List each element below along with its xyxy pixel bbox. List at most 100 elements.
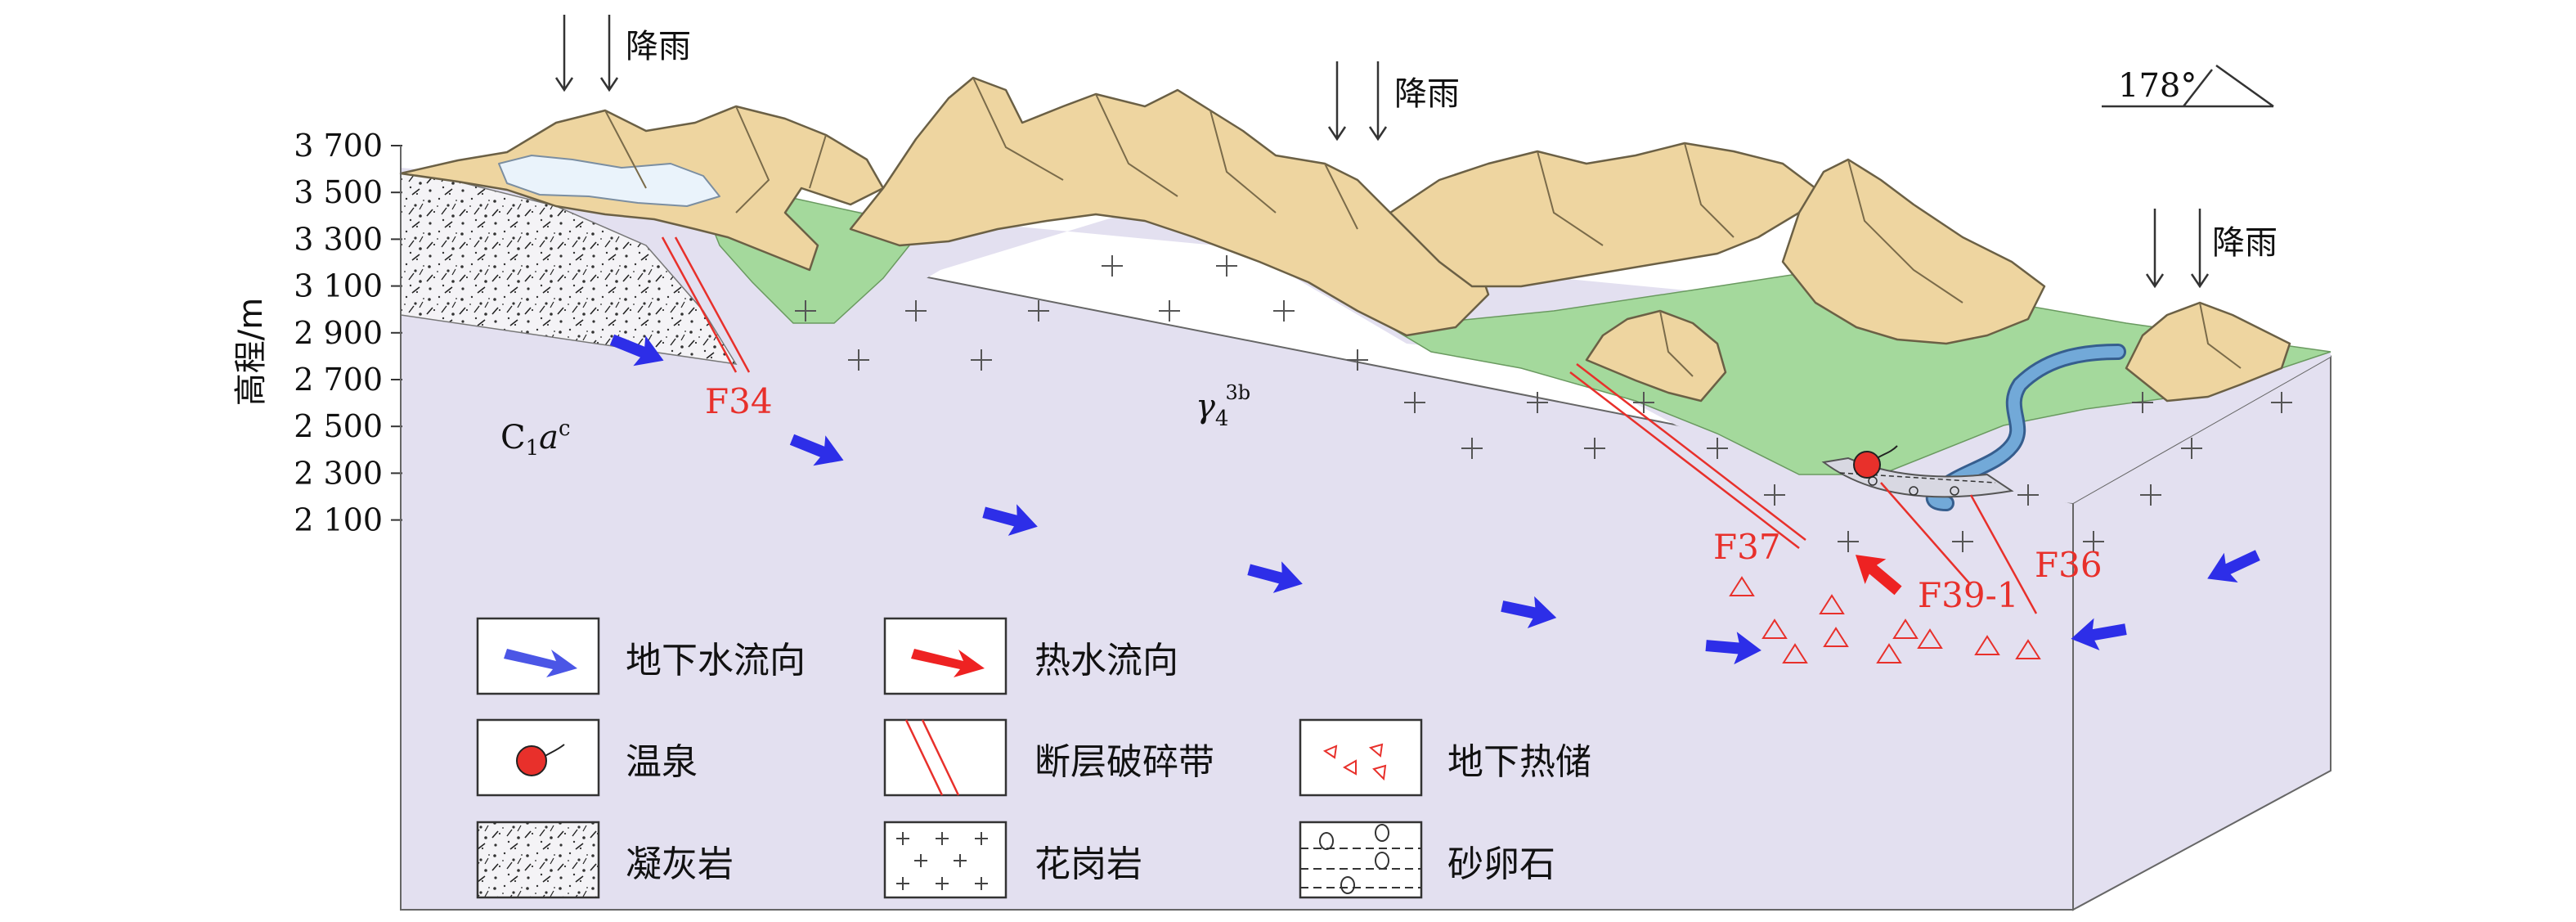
granite-cross: [2083, 531, 2104, 552]
geothermal-triangles: [1729, 576, 2041, 663]
svg-text:γ43b: γ43b: [1196, 381, 1250, 431]
groundwater-arrow: [789, 434, 844, 466]
legend-label-hotspring: 温泉: [626, 741, 698, 783]
svg-text:C1ac: C1ac: [500, 416, 571, 461]
legend-groundwater-arrow: [504, 649, 577, 677]
groundwater-arrow: [2071, 618, 2127, 651]
rain-arrows: [554, 15, 2210, 289]
legend-label-gravel: 砂卵石: [1447, 843, 1555, 885]
reservoir-triangle: [1761, 618, 1788, 639]
reservoir-triangle: [1917, 628, 1943, 649]
fault-f36-line: [1969, 494, 2038, 614]
axis-tick-label: 3 100: [294, 268, 383, 304]
reservoir-triangle: [1876, 643, 1902, 663]
legend-label-hotwater: 热水流向: [1034, 640, 1178, 681]
granite-cross: [2181, 438, 2202, 459]
hot-spring-marker: [1853, 445, 1898, 479]
legend-label-tuff: 凝灰岩: [626, 843, 734, 885]
granite-cross: [2017, 484, 2039, 506]
legend-label-groundwater: 地下水流向: [626, 640, 806, 681]
legend-box-groundwater: [476, 617, 600, 695]
reservoir-triangle: [1782, 643, 1808, 663]
legend-label-granite: 花岗岩: [1034, 843, 1142, 885]
fault-label-f34: F34: [705, 381, 773, 421]
mountain-east-ridge: [1389, 142, 1817, 288]
rain-label-central: 降雨: [1394, 75, 1460, 113]
axis-tick-label: 2 900: [294, 315, 383, 351]
rain-label-west: 降雨: [626, 28, 691, 65]
granite-cross: [1952, 531, 1973, 552]
reservoir-triangle: [1974, 635, 2000, 655]
granite-cross: [1404, 392, 1425, 413]
granite-cross: [2140, 484, 2161, 506]
granite-cross: [1216, 255, 1237, 277]
legend-hotspring-icon: [516, 745, 547, 776]
granite-cross: [2271, 392, 2292, 413]
legend-box-hotspring: [476, 718, 600, 797]
reservoir-triangle: [1823, 627, 1849, 647]
strike-label: 178°: [2118, 67, 2197, 105]
granite-cross: [1461, 438, 1483, 459]
reservoir-triangle: [1729, 576, 1755, 596]
granite-cross: [1273, 300, 1295, 322]
fault-label-f39: F39-1: [1918, 575, 2019, 615]
mountain-valley-hill: [1585, 309, 1727, 403]
mountain-east-small: [2125, 301, 2291, 403]
granite-cross: [971, 349, 992, 371]
legend-label-reservoir: 地下热储: [1447, 741, 1591, 783]
legend-box-granite: [883, 821, 1008, 899]
granite-cross: [795, 300, 816, 322]
mountains: [399, 76, 2291, 403]
granite-cross: [1102, 255, 1123, 277]
legend-hotwater-arrow: [911, 649, 985, 677]
granite-cross: [1584, 438, 1605, 459]
granite-cross: [1764, 484, 1785, 506]
granite-cross: [905, 300, 927, 322]
legend-fault-lines: [904, 719, 960, 796]
fault-f37-line: [1569, 363, 1806, 549]
tuff-zone: [400, 173, 738, 365]
legend: 地下水流向 热水流向 温泉 断层破碎带 地下热储 凝灰岩: [476, 617, 1591, 899]
axis-ylabel: 高程/m: [232, 298, 270, 406]
legend-box-fault: [883, 718, 1008, 797]
hot-water-arrow: [1855, 555, 1902, 596]
reservoir-triangle: [1819, 594, 1845, 614]
axis-tick-label: 3 500: [294, 174, 383, 210]
stratum-label-c1ac: C1ac: [500, 416, 571, 461]
snow-patch: [498, 155, 720, 207]
axis-tick-label: 2 100: [294, 502, 383, 538]
granite-cross: [1707, 438, 1728, 459]
fault-label-f36: F36: [2035, 545, 2103, 585]
granite-cross: [1527, 392, 1548, 413]
granite-cross: [2132, 392, 2153, 413]
groundwater-arrow: [609, 334, 664, 367]
granite-cross: [1159, 300, 1180, 322]
mountain-east-peak: [1781, 158, 2046, 345]
groundwater-arrow: [1705, 632, 1761, 665]
fault-label-f37: F37: [1713, 527, 1781, 567]
strike-symbol: [2102, 64, 2274, 108]
legend-granite-crosses: [896, 832, 988, 890]
fault-f39-line: [1880, 482, 1972, 586]
legend-label-fault: 断层破碎带: [1034, 741, 1214, 783]
flow-arrows: [609, 334, 2260, 665]
granite-cross: [1347, 349, 1368, 371]
legend-gravel-pattern: [1300, 824, 1421, 894]
granite-cross: [848, 349, 869, 371]
legend-box-hotwater: [883, 617, 1008, 695]
axis-tick-label: 3 700: [294, 128, 383, 164]
legend-box-reservoir: [1299, 718, 1423, 797]
reservoir-triangle: [1892, 618, 1919, 639]
axis-tick-label: 2 700: [294, 362, 383, 398]
granite-cross: [1028, 300, 1049, 322]
axis-tick-label: 2 300: [294, 455, 383, 491]
reservoir-triangle: [2015, 639, 2041, 659]
mountain-ridges: [604, 77, 2242, 377]
rain-label-east: 降雨: [2212, 224, 2278, 262]
stratum-label-gamma: γ43b: [1196, 381, 1250, 431]
granite-crosses: [795, 255, 2292, 552]
groundwater-arrow: [1247, 561, 1303, 593]
legend-reservoir-triangles: [1322, 743, 1387, 781]
